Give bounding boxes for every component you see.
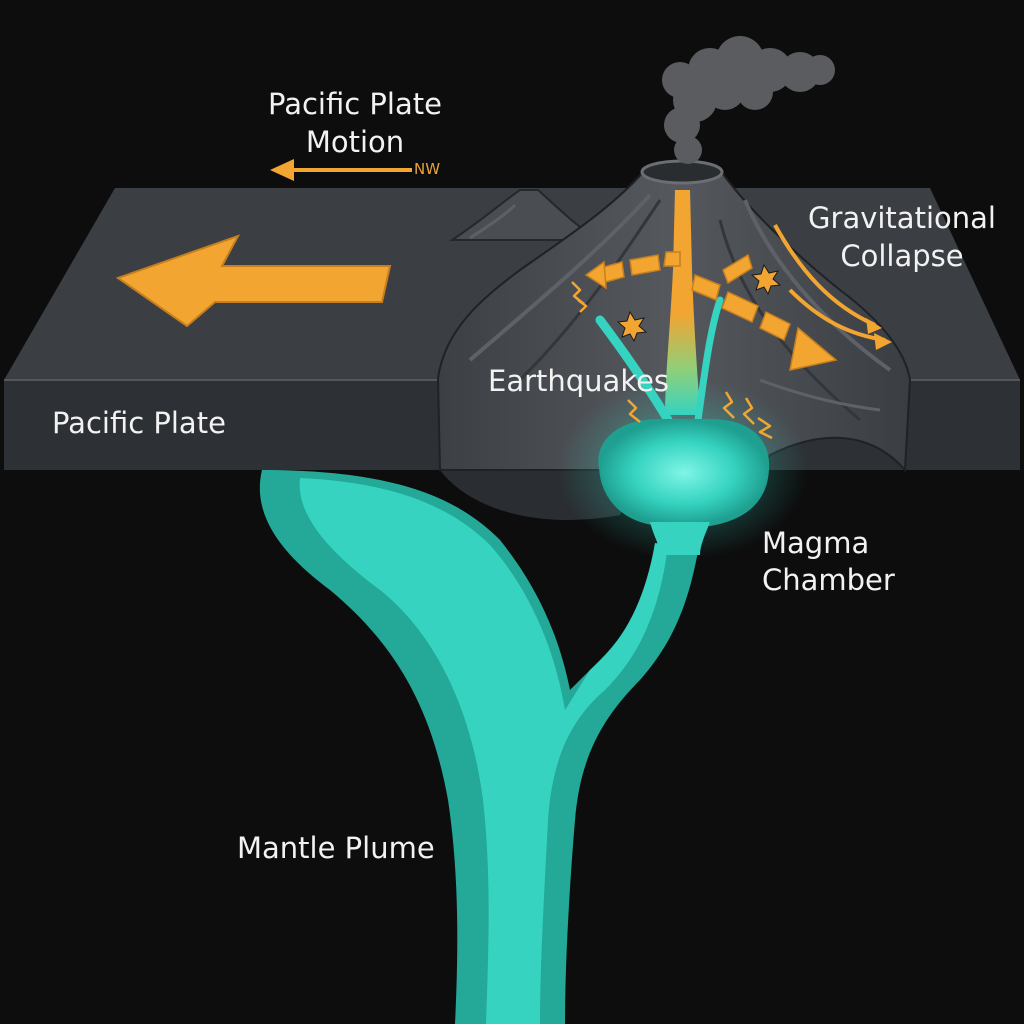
motion-direction-label: NW	[414, 160, 440, 178]
mantle-plume	[260, 470, 700, 1024]
smoke-plume	[662, 36, 835, 164]
collapse-label-line2: Collapse	[840, 239, 963, 273]
collapse-label-line1: Gravitational	[808, 201, 996, 235]
earthquakes-label: Earthquakes	[488, 364, 669, 398]
plume-label: Mantle Plume	[237, 831, 435, 865]
crater	[642, 161, 722, 183]
motion-label-line2: Motion	[306, 125, 404, 159]
motion-label-line1: Pacific Plate	[268, 87, 442, 121]
plate-label: Pacific Plate	[52, 406, 226, 440]
chamber-label-line1: Magma	[762, 526, 869, 560]
chamber-label-line2: Chamber	[762, 563, 895, 597]
motion-arrow-small	[270, 159, 412, 181]
magma-chamber	[599, 420, 768, 525]
